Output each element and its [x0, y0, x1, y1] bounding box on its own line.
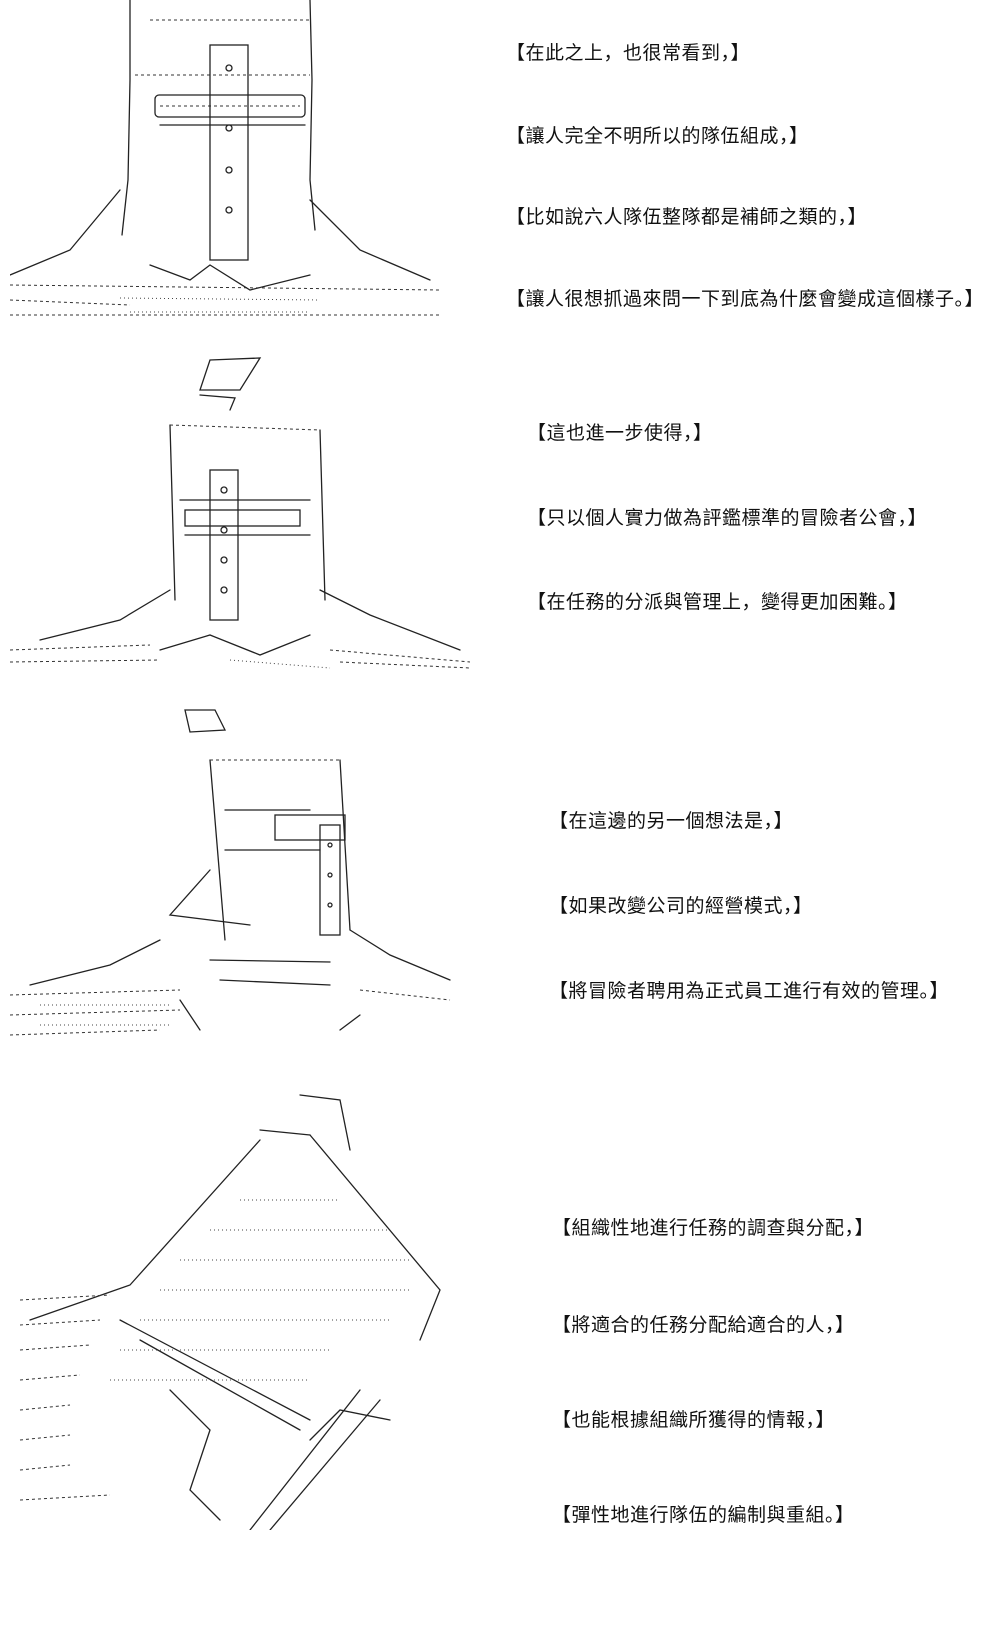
knight-helmet-ascii-art	[10, 0, 450, 330]
narration-line: 【只以個人實力做為評鑑標準的冒險者公會，】	[527, 507, 928, 529]
narration-line: 【讓人很想抓過來問一下到底為什麼會變成這個樣子。】	[506, 288, 985, 310]
narration-line: 【如果改變公司的經營模式，】	[549, 895, 813, 917]
narration-line: 【將冒險者聘用為正式員工進行有效的管理。】	[549, 980, 950, 1002]
panel-1: 【在此之上，也很常看到，】 【讓人完全不明所以的隊伍組成，】 【比如說六人隊伍整…	[0, 0, 1000, 340]
knight-profile-ascii-art	[10, 700, 460, 1060]
narration-line: 【在任務的分派與管理上，變得更加困難。】	[527, 591, 908, 613]
narration-line: 【將適合的任務分配給適合的人，】	[552, 1314, 855, 1336]
narration-line: 【在這邊的另一個想法是，】	[549, 810, 794, 832]
narration-line: 【在此之上，也很常看到，】	[506, 42, 751, 64]
knight-helmet-ascii-art	[10, 350, 470, 680]
narration-line: 【比如說六人隊伍整隊都是補師之類的，】	[506, 206, 868, 228]
narration-line: 【也能根據組織所獲得的情報，】	[552, 1409, 836, 1431]
narration-line: 【這也進一步使得，】	[527, 422, 713, 444]
narration-line: 【彈性地進行隊伍的編制與重組。】	[552, 1504, 855, 1526]
panel-3: 【在這邊的另一個想法是，】 【如果改變公司的經營模式，】 【將冒險者聘用為正式員…	[0, 690, 1000, 1070]
knight-cloak-ascii-art	[10, 1090, 460, 1530]
narration-line: 【讓人完全不明所以的隊伍組成，】	[506, 125, 809, 147]
panel-2: 【這也進一步使得，】 【只以個人實力做為評鑑標準的冒險者公會，】 【在任務的分派…	[0, 340, 1000, 690]
panel-4: 【組織性地進行任務的調查與分配，】 【將適合的任務分配給適合的人，】 【也能根據…	[0, 1070, 1000, 1640]
narration-line: 【組織性地進行任務的調查與分配，】	[552, 1217, 875, 1239]
